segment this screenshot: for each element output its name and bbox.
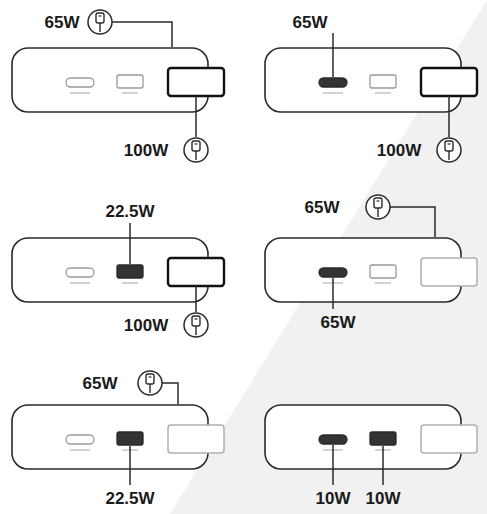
wattage-label: 22.5W (105, 203, 154, 220)
port-mark (70, 92, 90, 94)
usb-c-port (319, 435, 347, 444)
usb-a-port (117, 265, 143, 278)
usb-c-port (319, 78, 347, 87)
wattage-label: 10W (316, 490, 351, 507)
cable-strap (421, 68, 477, 96)
usb-c-port (66, 435, 94, 444)
power-bank (12, 48, 224, 112)
wattage-label: 10W (366, 490, 401, 507)
leader-line (195, 96, 197, 137)
wattage-label: 65W (83, 375, 118, 392)
port-mark (122, 92, 138, 94)
leader-line (332, 33, 334, 77)
usb-a-port (370, 75, 396, 88)
leader-line (390, 207, 435, 237)
usb-a-port (117, 75, 143, 88)
cable-strap (168, 258, 224, 286)
power-bank (265, 238, 477, 302)
wattage-label: 100W (124, 142, 168, 159)
leader-line (129, 446, 131, 485)
leader-line (448, 96, 450, 137)
cable-icon (184, 313, 208, 337)
power-bank (12, 238, 224, 302)
usb-c-port (319, 268, 347, 277)
leader-line (129, 223, 131, 264)
cable-icon (366, 195, 390, 219)
port-mark (122, 282, 138, 284)
port-mark (375, 282, 391, 284)
cable-icon (184, 138, 208, 162)
usb-a-port (117, 432, 143, 445)
port-mark (323, 92, 343, 94)
port-mark (70, 282, 90, 284)
cable-strap (168, 68, 224, 96)
wattage-label: 22.5W (105, 490, 154, 507)
wattage-label: 65W (305, 199, 340, 216)
leader-line (382, 446, 384, 485)
cable-strap (421, 258, 477, 286)
port-mark (70, 449, 90, 451)
leader-line (195, 286, 197, 312)
wattage-label: 100W (124, 317, 168, 334)
usb-c-port (66, 78, 94, 87)
leader-line (332, 445, 334, 485)
port-mark (375, 92, 391, 94)
leader-line (332, 278, 334, 309)
cable-strap (168, 425, 224, 453)
leader-line (162, 383, 178, 404)
wattage-label: 65W (321, 314, 356, 331)
cable-icon (437, 138, 461, 162)
cable-icon (138, 371, 162, 395)
wattage-label: 100W (377, 142, 421, 159)
leader-line (112, 22, 172, 47)
wattage-label: 65W (45, 14, 80, 31)
power-bank (12, 405, 224, 469)
usb-a-port (370, 432, 396, 445)
power-bank (265, 48, 477, 112)
usb-a-port (370, 265, 396, 278)
power-bank (265, 405, 477, 469)
usb-c-port (66, 268, 94, 277)
cable-icon (88, 10, 112, 34)
wattage-label: 65W (293, 14, 328, 31)
cable-strap (421, 425, 477, 453)
